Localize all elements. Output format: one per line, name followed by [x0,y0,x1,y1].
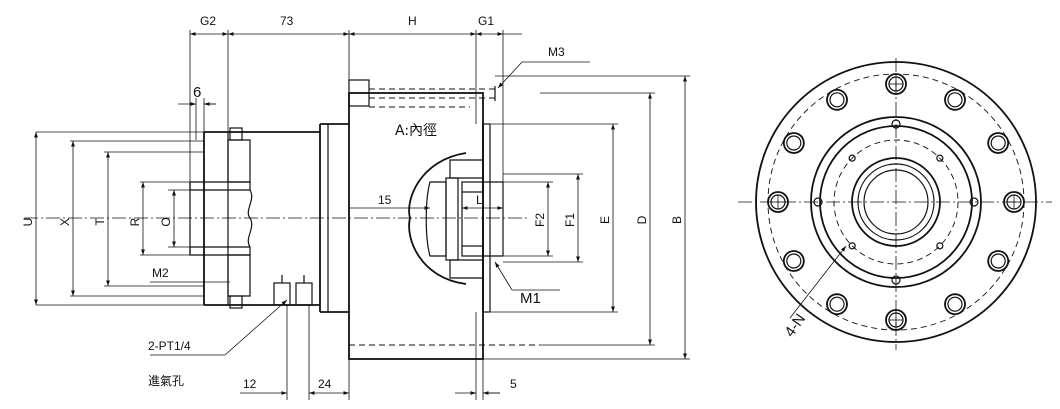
label-15: 15 [378,193,392,207]
label-u: U [21,218,35,227]
dimension-lines [34,32,687,395]
label-l: L [476,193,483,207]
label-6: 6 [193,84,201,101]
label-o: O [159,217,173,226]
label-g1: G1 [478,14,494,28]
holes-leader [789,245,847,319]
inner-small-holes [813,119,979,285]
label-5: 5 [510,377,517,391]
outer-bolt-holes [767,73,1025,331]
label-73: 73 [280,14,294,28]
label-f2: F2 [533,213,547,227]
label-24: 24 [318,377,332,391]
label-m3: M3 [548,45,565,59]
side-view: G2 73 H G1 M3 6 A:內徑 U X T R O M2 15 L F… [21,14,690,400]
label-4n: 4-N [781,311,809,341]
label-b: B [670,216,684,224]
main-body [348,79,618,360]
label-12: 12 [243,377,257,391]
label-air-inlet: 進氣孔 [148,374,184,388]
label-m1: M1 [520,290,541,307]
leader-lines [150,61,590,356]
rear-cylinder [36,123,349,313]
label-m2: M2 [152,266,169,280]
label-inner-diameter: A:內徑 [395,123,437,139]
label-e: E [598,216,612,224]
front-view: 4-N [738,58,1052,350]
label-port: 2-PT1/4 [148,339,191,353]
label-g2: G2 [200,14,216,28]
label-h: H [408,14,417,28]
label-d: D [635,215,649,224]
label-r: R [128,217,142,226]
label-f1: F1 [563,213,577,227]
dimension-labels: G2 73 H G1 M3 6 A:內徑 U X T R O M2 15 L F… [21,14,684,391]
label-t: T [93,218,107,226]
label-x: X [58,218,72,226]
